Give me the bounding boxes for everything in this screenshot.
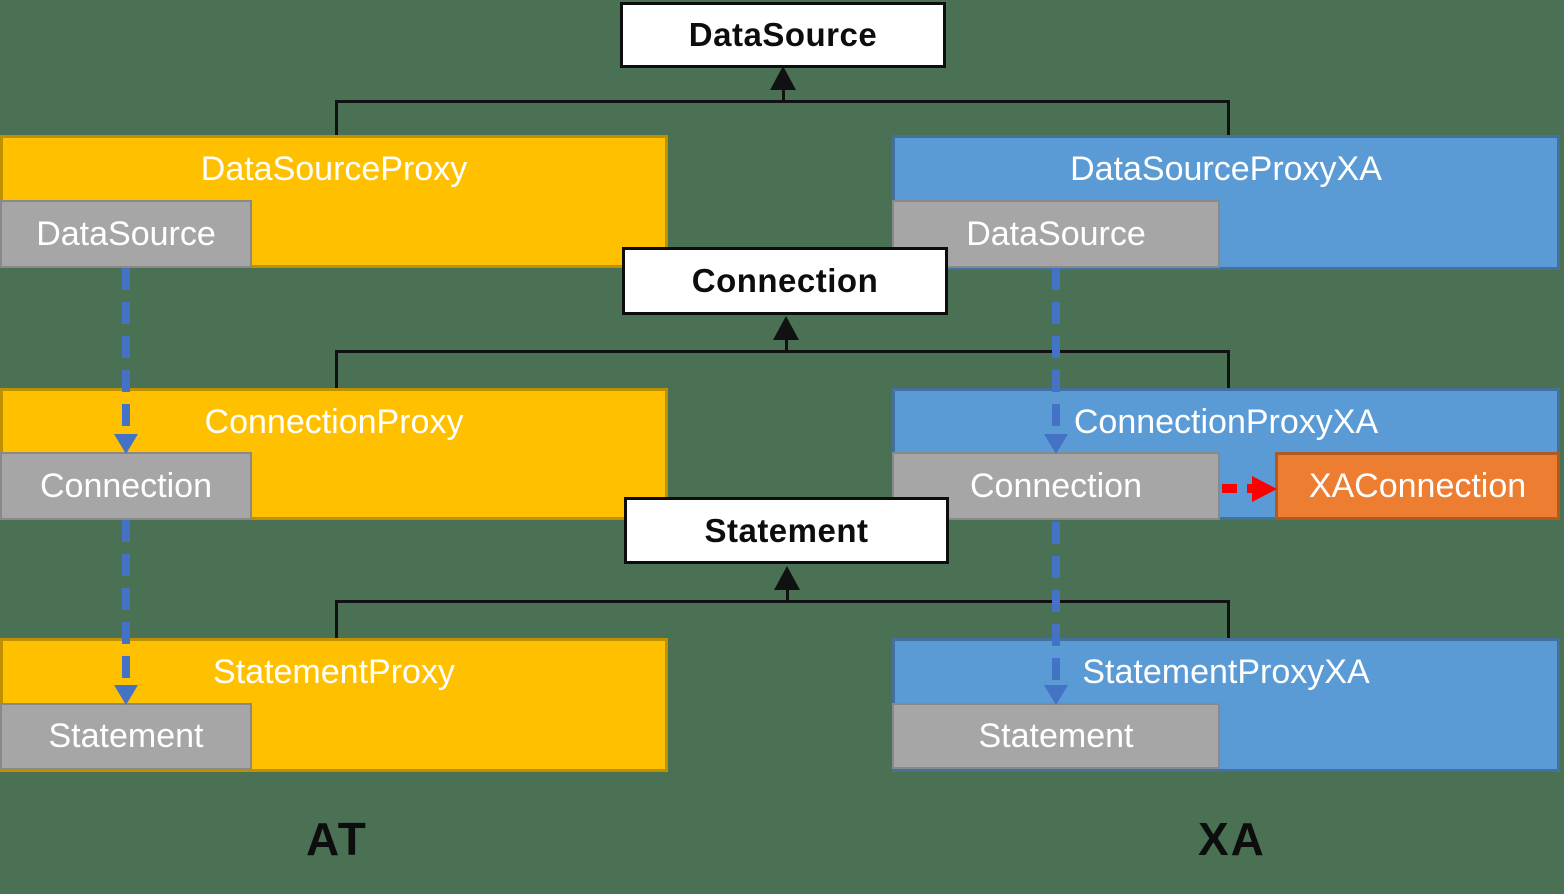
inherit-arrow-stem-statement xyxy=(786,586,789,603)
inherit-drop-right-datasource xyxy=(1227,100,1230,138)
inherit-arrow-stem-datasource xyxy=(782,86,785,103)
xa-delegate-line-ds-to-conn xyxy=(1052,268,1060,434)
at-delegate-arrowhead-icon-stmt xyxy=(114,685,138,705)
at-delegate-arrowhead-icon-conn xyxy=(114,434,138,454)
inherit-hline-statement xyxy=(335,600,1230,603)
at-wrapped-box-statement: Statement xyxy=(0,703,252,770)
inherit-hline-connection xyxy=(335,350,1230,353)
xa-delegate-arrowhead-icon-conn xyxy=(1044,434,1068,454)
inherit-drop-left-connection xyxy=(335,350,338,390)
interface-box-datasource: DataSource xyxy=(620,2,946,68)
inherit-drop-left-datasource xyxy=(335,100,338,138)
xa-proxy-label: StatementProxyXA xyxy=(1082,653,1370,691)
xa-delegate-arrowhead-icon-stmt xyxy=(1044,685,1068,705)
inherit-arrowhead-icon-datasource xyxy=(770,66,796,90)
xa-link-arrowhead-icon xyxy=(1252,476,1277,502)
inherit-drop-left-statement xyxy=(335,600,338,640)
xa-delegate-line-conn-to-stmt xyxy=(1052,522,1060,685)
at-wrapped-box-datasource: DataSource xyxy=(0,200,252,268)
inherit-arrow-stem-connection xyxy=(785,336,788,353)
interface-box-statement: Statement xyxy=(624,497,949,564)
xa-wrapped-box-datasource: DataSource xyxy=(892,200,1220,268)
inherit-arrowhead-icon-statement xyxy=(774,566,800,590)
xa-proxy-label: ConnectionProxyXA xyxy=(1073,402,1379,441)
inherit-arrowhead-icon-connection xyxy=(773,316,799,340)
inherit-drop-right-statement xyxy=(1227,600,1230,640)
xa-mode-label: XA xyxy=(1198,813,1266,865)
at-delegate-line-ds-to-conn xyxy=(122,268,130,434)
xa-link-arrow-line xyxy=(1222,484,1254,493)
at-proxy-label: ConnectionProxy xyxy=(204,402,464,441)
at-proxy-label: StatementProxy xyxy=(213,653,455,691)
xa-wrapped-box-statement: Statement xyxy=(892,703,1220,769)
at-proxy-label: DataSourceProxy xyxy=(200,150,468,188)
at-mode-label: AT xyxy=(306,813,368,865)
xa-proxy-label: DataSourceProxyXA xyxy=(1070,150,1382,188)
interface-box-connection: Connection xyxy=(622,247,948,315)
at-delegate-line-conn-to-stmt xyxy=(122,520,130,685)
at-wrapped-box-connection: Connection xyxy=(0,452,252,520)
inherit-drop-right-connection xyxy=(1227,350,1230,390)
xa-connection-box: XAConnection xyxy=(1275,452,1560,520)
